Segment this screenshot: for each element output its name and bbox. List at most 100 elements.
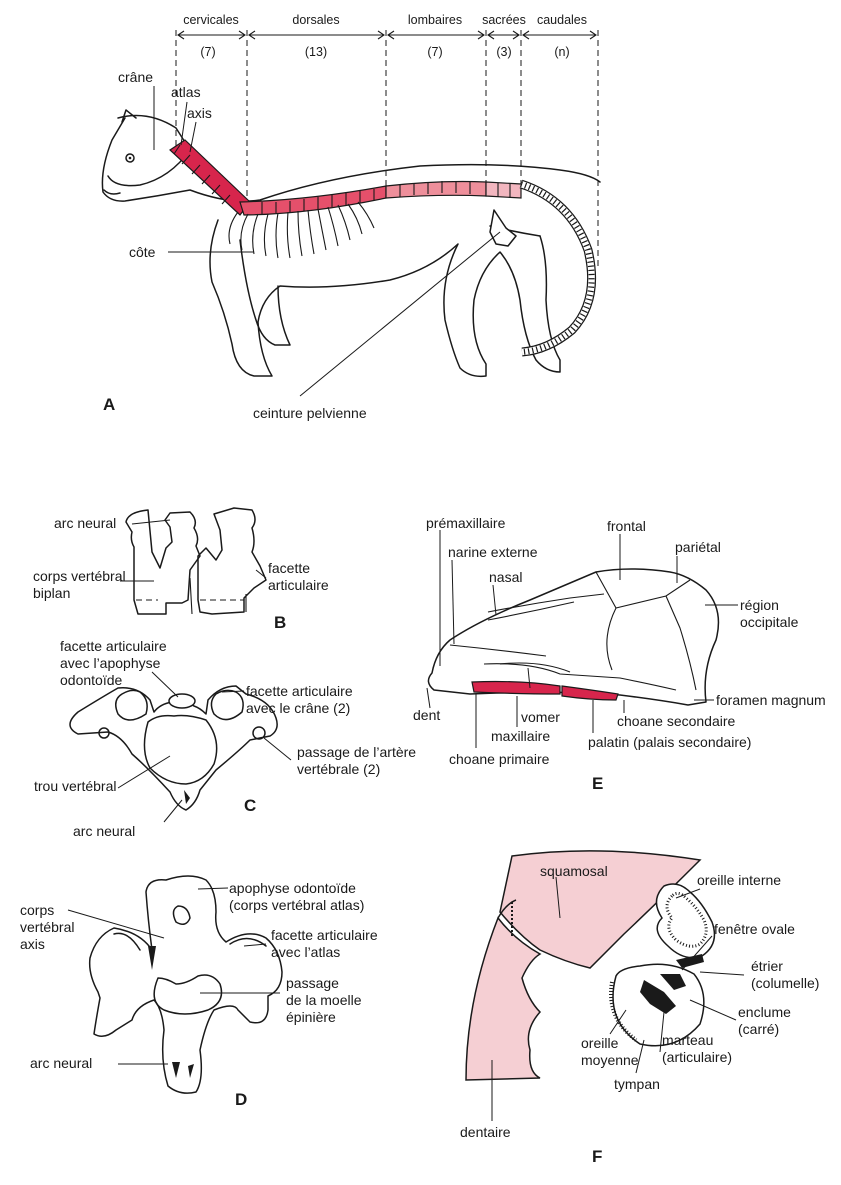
cat-pupil xyxy=(129,157,132,160)
odontoid-facet xyxy=(169,694,195,708)
label-oreille-moyenne-line2: moyenne xyxy=(581,1052,639,1068)
label-dent: dent xyxy=(413,707,440,723)
region-name-caudal: caudales xyxy=(537,13,587,27)
label-nasal: nasal xyxy=(489,569,522,585)
panel-letter-b: B xyxy=(274,613,286,632)
sacral-vertebrae xyxy=(486,182,521,198)
label-corps-b-line2: biplan xyxy=(33,585,70,601)
label-moelle-line1: passage xyxy=(286,975,339,991)
label-moelle-line3: épinière xyxy=(286,1009,336,1025)
palatine-palate xyxy=(562,686,618,700)
label-apophyse-line1: apophyse odontoïde xyxy=(229,880,356,896)
panel-c: facette articulaire avec l’apophyse odon… xyxy=(34,638,416,839)
panel-b-leaders xyxy=(120,520,266,581)
label-trou-vertebral: trou vertébral xyxy=(34,778,116,794)
label-parietal: pariétal xyxy=(675,539,721,555)
caudal-vertebrae xyxy=(521,184,592,352)
label-facette-crane-line2: avec le crâne (2) xyxy=(246,700,350,716)
label-corps-d-line1: corps xyxy=(20,902,54,918)
region-count-dorsal: (13) xyxy=(305,45,327,59)
label-tympan: tympan xyxy=(614,1076,660,1092)
label-facette-d-line2: avec l’atlas xyxy=(271,944,340,960)
panel-a: cervicales (7) dorsales (13) lombaires (… xyxy=(102,13,600,421)
label-corps-d-line2: vertébral xyxy=(20,919,74,935)
label-facette-b-line2: articulaire xyxy=(268,577,329,593)
label-dentaire: dentaire xyxy=(460,1124,511,1140)
label-arc-neural-b: arc neural xyxy=(54,515,116,531)
label-fenetre-ovale: fenêtre ovale xyxy=(714,921,795,937)
label-region-occipitale-line1: région xyxy=(740,597,779,613)
label-axis: axis xyxy=(187,105,212,121)
panel-letter-c: C xyxy=(244,796,256,815)
panel-letter-f: F xyxy=(592,1147,602,1166)
label-choane-primaire: choane primaire xyxy=(449,751,550,767)
label-etrier-line2: (columelle) xyxy=(751,975,819,991)
label-oreille-interne: oreille interne xyxy=(697,872,781,888)
label-enclume-line1: enclume xyxy=(738,1004,791,1020)
label-marteau-line1: marteau xyxy=(662,1032,713,1048)
panel-letter-a: A xyxy=(103,395,115,414)
panel-e: prémaxillaire narine externe nasal front… xyxy=(413,515,826,793)
label-facette-b-line1: facette xyxy=(268,560,310,576)
label-palatin: palatin (palais secondaire) xyxy=(588,734,751,750)
spinal-canal xyxy=(154,975,221,1014)
label-passage-artere-line2: vertébrale (2) xyxy=(297,761,380,777)
neural-arc-mark xyxy=(184,790,190,804)
panel-d: apophyse odontoïde (corps vertébral atla… xyxy=(20,876,378,1109)
tail-outline xyxy=(521,184,592,352)
label-corps-d-line3: axis xyxy=(20,936,45,952)
panel-letter-d: D xyxy=(235,1090,247,1109)
label-facette-odontoide-line2: avec l’apophyse xyxy=(60,655,161,671)
label-cote: côte xyxy=(129,244,156,260)
label-choane-secondaire: choane secondaire xyxy=(617,713,736,729)
label-vomer: vomer xyxy=(521,709,560,725)
label-crane: crâne xyxy=(118,69,153,85)
label-arc-neural-d: arc neural xyxy=(30,1055,92,1071)
artery-passage-hole xyxy=(253,727,265,739)
label-ceinture-pelvienne: ceinture pelvienne xyxy=(253,405,367,421)
region-count-lumbar: (7) xyxy=(427,45,442,59)
label-marteau-line2: (articulaire) xyxy=(662,1049,732,1065)
region-count-cervical: (7) xyxy=(200,45,215,59)
label-narine-externe: narine externe xyxy=(448,544,538,560)
label-facette-d-line1: facette articulaire xyxy=(271,927,378,943)
pelvis-shape xyxy=(490,210,516,246)
label-facette-odontoide-line1: facette articulaire xyxy=(60,638,167,654)
cat-front-leg xyxy=(240,240,290,345)
region-name-dorsal: dorsales xyxy=(292,13,339,27)
panel-a-leaders xyxy=(154,86,500,396)
region-arrows xyxy=(178,31,596,39)
panel-letter-e: E xyxy=(592,774,603,793)
skull-facet-right xyxy=(211,690,243,719)
label-maxillaire: maxillaire xyxy=(491,728,550,744)
label-corps-b-line1: corps vertébral xyxy=(33,568,126,584)
label-region-occipitale-line2: occipitale xyxy=(740,614,799,630)
vertebra-left xyxy=(126,510,200,614)
label-moelle-line2: de la moelle xyxy=(286,992,362,1008)
label-frontal: frontal xyxy=(607,518,646,534)
tail-fill xyxy=(521,184,592,352)
label-foramen-magnum: foramen magnum xyxy=(716,692,826,708)
label-enclume-line2: (carré) xyxy=(738,1021,779,1037)
label-atlas: atlas xyxy=(171,84,201,100)
vertebral-foramen xyxy=(144,716,216,785)
vertebra-right xyxy=(198,508,266,614)
label-etrier-line1: étrier xyxy=(751,958,783,974)
label-facette-crane-line1: facette articulaire xyxy=(246,683,353,699)
panel-b: arc neural facette articulaire corps ver… xyxy=(33,508,329,632)
skull-sutures xyxy=(450,572,696,690)
label-passage-artere-line1: passage de l’artère xyxy=(297,744,416,760)
odontoid-process xyxy=(173,906,190,924)
label-premaxillaire: prémaxillaire xyxy=(426,515,506,531)
region-count-caudal: (n) xyxy=(554,45,569,59)
label-apophyse-line2: (corps vertébral atlas) xyxy=(229,897,364,913)
region-name-sacral: sacrées xyxy=(482,13,526,27)
label-squamosal: squamosal xyxy=(540,863,608,879)
label-facette-odontoide-line3: odontoïde xyxy=(60,672,122,688)
cat-mouth xyxy=(104,190,120,194)
cervical-vertebrae xyxy=(170,140,250,215)
region-name-lumbar: lombaires xyxy=(408,13,462,27)
label-oreille-moyenne-line1: oreille xyxy=(581,1035,619,1051)
lumbar-vertebrae xyxy=(386,182,486,199)
